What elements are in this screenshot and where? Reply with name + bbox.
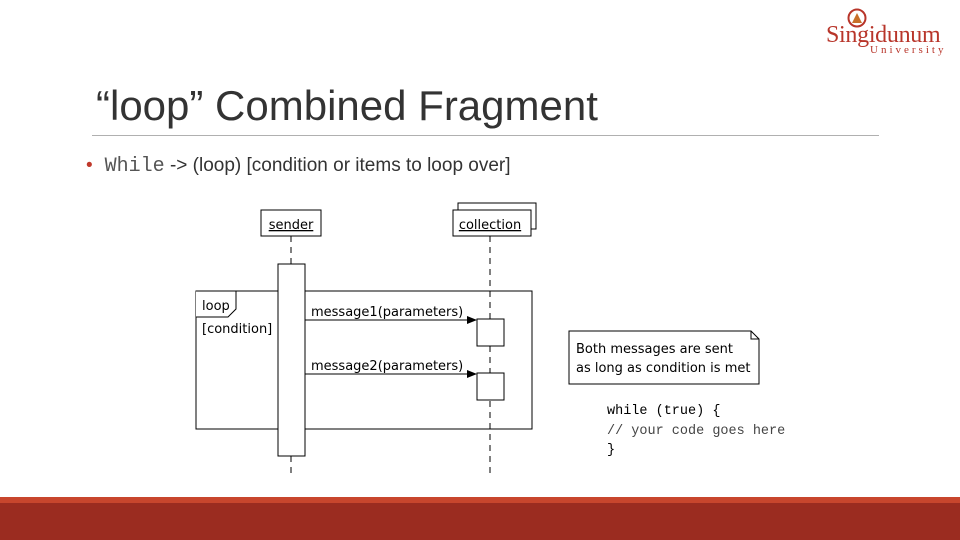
sender-activation-bar <box>277 263 306 457</box>
note-line-2: as long as condition is met <box>576 361 750 376</box>
bullet-keyword: While <box>104 155 165 178</box>
slide-title: “loop” Combined Fragment <box>96 82 598 129</box>
lifeline-collection-label: collection <box>459 218 521 233</box>
fragment-operator: loop <box>202 299 230 314</box>
lifeline-sender-label: sender <box>269 218 314 233</box>
footer-accent-line <box>0 497 960 503</box>
code-snippet: while (true) { // your code goes here} <box>607 402 785 461</box>
bullet-dot-icon: • <box>86 155 93 176</box>
title-divider <box>92 135 879 136</box>
note-box: Both messages are sent as long as condit… <box>568 330 760 385</box>
message-1-label: message1(parameters) <box>311 305 463 320</box>
message-1: message1(parameters) <box>305 305 477 324</box>
fragment-guard: [condition] <box>202 322 272 337</box>
loop-fragment: loop [condition] <box>195 290 533 430</box>
code-line-2: // your code goes here <box>607 423 786 439</box>
note-line-1: Both messages are sent <box>576 342 733 357</box>
lifeline-collection: collection <box>452 202 537 237</box>
logo-subtitle: University <box>870 44 947 56</box>
bullet-item: • While -> (loop) [condition or items to … <box>86 155 511 178</box>
message-2: message2(parameters) <box>305 359 477 378</box>
collection-activation-1 <box>476 318 505 347</box>
logo-name: Singidunum <box>826 22 941 48</box>
collection-activation-2 <box>476 372 505 401</box>
footer-bar <box>0 503 960 540</box>
university-logo: Singidunum University <box>824 6 950 56</box>
code-line-3: } <box>607 443 616 458</box>
logo-emblem-icon <box>847 8 867 28</box>
bullet-text: -> (loop) [condition or items to loop ov… <box>164 155 511 176</box>
code-line-1: while (true) { <box>607 404 721 419</box>
message-2-label: message2(parameters) <box>311 359 463 374</box>
lifeline-sender: sender <box>260 209 322 237</box>
